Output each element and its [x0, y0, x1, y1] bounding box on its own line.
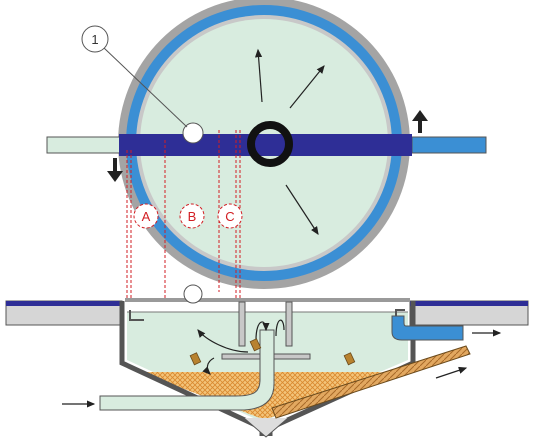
outlet-pipe-plan: [411, 136, 487, 154]
ground-strip-left: [6, 301, 122, 306]
inlet-pipe-section: [99, 329, 275, 411]
feed-well-baffle-right: [285, 301, 293, 347]
flow-arrow-down-right: [285, 184, 319, 236]
zone-markers: A B C: [133, 203, 243, 229]
flow-arrow-up: [254, 48, 263, 103]
radial-flow-arrows: [254, 48, 325, 236]
zone-label-b: B: [188, 209, 197, 224]
center-feed-well: [247, 121, 293, 167]
zone-marker-a: [133, 203, 159, 229]
feed-well-baffle-left: [238, 301, 246, 347]
scraper-bridge: [119, 134, 412, 156]
zone-marker-b: [179, 203, 205, 229]
section-view: [5, 284, 529, 438]
rotation-arrow-right: [412, 110, 428, 133]
floc-particle-1: [189, 352, 202, 366]
feed-flow-arrow-2: [275, 319, 285, 337]
floc-particle-3: [343, 352, 356, 366]
floc-particle-2: [249, 338, 262, 352]
inlet-pipe-plan: [46, 136, 122, 154]
plan-view: 1: [46, 0, 487, 289]
zone-label-c: C: [225, 209, 234, 224]
feed-flow-arrow-down: [202, 357, 215, 375]
sludge-withdrawal-pipe: [271, 345, 471, 419]
callout-circle-1: [81, 25, 109, 53]
ground-strip-right: [410, 301, 528, 306]
flow-arrow-up-right: [289, 65, 325, 109]
tank-cone-tip: [243, 417, 289, 438]
sensor-ball: [183, 284, 203, 304]
launder-left: [129, 310, 144, 321]
callout-label-1: 1: [91, 32, 98, 47]
zone-marker-c: [217, 203, 243, 229]
feed-flow-arrow-1: [255, 321, 270, 341]
feed-flow-arrow-left: [197, 329, 249, 353]
sludge-arrow: [435, 366, 468, 379]
rotation-arrow-left: [107, 158, 123, 182]
sensor-point: [182, 122, 204, 144]
effluent-pipe: [391, 315, 464, 341]
zone-label-a: A: [142, 209, 151, 224]
callout-leader: [103, 47, 188, 128]
bridge-walkway: [125, 298, 410, 302]
